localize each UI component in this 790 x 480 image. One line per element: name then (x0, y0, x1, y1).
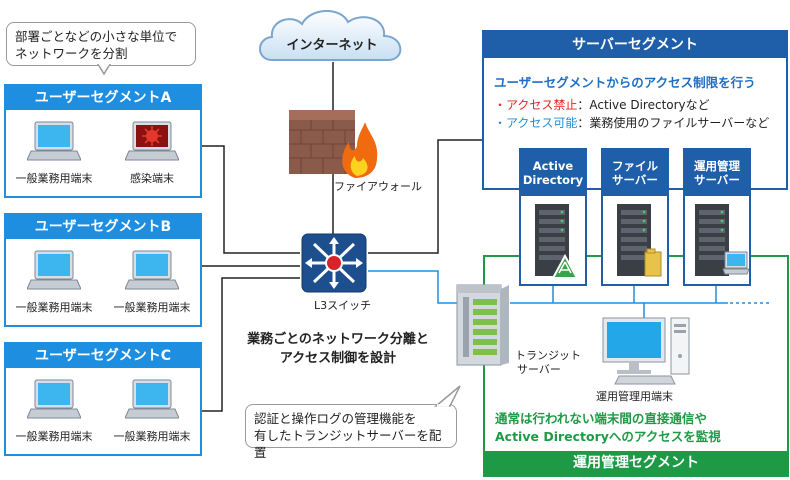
transit-server-line-1: トランジット (515, 349, 581, 362)
laptop-icon (26, 379, 82, 419)
access-deny-sep: ： (577, 98, 590, 112)
server-label-line-1: ファイル (612, 159, 658, 173)
terminal-laptop: 一般業務用端末 (14, 120, 94, 186)
server-label: 運用管理 サーバー (685, 150, 749, 196)
terminal-caption: 一般業務用端末 (15, 172, 93, 185)
access-allow-row: ・アクセス可能：業務使用のファイルサーバーなど (494, 114, 769, 131)
access-allow-value: 業務使用のファイルサーバーなど (589, 116, 770, 130)
terminal-laptop: 一般業務用端末 (14, 378, 94, 444)
server-rack-icon (617, 204, 662, 277)
callout-pointer-icon (97, 64, 111, 76)
user-segment-b: ユーザーセグメントB 一般業務用端末 一般業務用端末 (4, 213, 202, 327)
server-management: 運用管理 サーバー (683, 148, 751, 286)
callout-line-2: ネットワークを分割 (15, 46, 128, 61)
access-deny-key: ・アクセス禁止 (494, 98, 578, 112)
management-note-line-2: Active Directoryへのアクセスを監視 (495, 429, 721, 444)
access-deny-row: ・アクセス禁止：Active Directoryなど (494, 96, 710, 113)
internet-cloud: インターネット (252, 4, 412, 68)
management-note-line-1: 通常は行われない端末間の直接通信や (495, 411, 707, 426)
infected-terminal-laptop: 感染端末 (112, 120, 192, 186)
laptop-icon (26, 250, 82, 290)
callout-line-1: 部署ごとなどの小さな単位で (15, 29, 178, 44)
terminal-laptop: 一般業務用端末 (14, 249, 94, 315)
l3-switch-label: L3スイッチ (314, 299, 372, 312)
server-segment-note: ユーザーセグメントからのアクセス制限を行う (494, 75, 756, 90)
server-active-directory: Active Directory (519, 148, 587, 286)
infected-laptop-icon (124, 121, 180, 161)
laptop-icon (124, 250, 180, 290)
callout-line-2: 有したトランジットサーバーを配置 (254, 428, 442, 460)
management-terminal-label: 運用管理用端末 (596, 390, 673, 403)
management-segment-note: 通常は行われない端末間の直接通信や Active Directoryへのアクセス… (495, 410, 721, 446)
center-caption: 業務ごとのネットワーク分離と アクセス制御を設計 (238, 330, 438, 368)
server-label-line-2: Directory (522, 173, 584, 187)
server-label-line-2: サーバー (694, 173, 740, 187)
firewall-icon (289, 110, 378, 178)
access-allow-key: ・アクセス可能 (494, 116, 578, 130)
server-file: ファイル サーバー (601, 148, 669, 286)
transit-server (453, 283, 511, 369)
cloud-icon (259, 9, 402, 61)
transit-server-line-2: サーバー (517, 363, 561, 376)
management-terminal (601, 316, 693, 386)
internet-label: インターネット (286, 38, 378, 53)
transit-server-label: トランジット サーバー (515, 349, 581, 377)
terminal-caption: 感染端末 (130, 172, 174, 185)
server-rack-icon (695, 204, 749, 276)
server-label: Active Directory (521, 150, 585, 196)
terminal-caption: 一般業務用端末 (113, 430, 191, 443)
user-segment-b-title: ユーザーセグメントB (6, 215, 200, 239)
firewall-label: ファイアウォール (334, 180, 422, 193)
server-label-line-2: サーバー (612, 173, 658, 187)
server-label: ファイル サーバー (603, 150, 667, 196)
center-caption-line-2: アクセス制御を設計 (279, 351, 397, 366)
callout-transit-server: 認証と操作ログの管理機能を 有したトランジットサーバーを配置 (245, 404, 457, 460)
l3-switch (300, 232, 368, 294)
access-allow-sep: ： (577, 116, 590, 130)
management-segment-title: 運用管理セグメント (485, 451, 787, 475)
access-deny-value: Active Directoryなど (589, 98, 710, 112)
firewall (285, 108, 381, 180)
terminal-caption: 一般業務用端末 (15, 430, 93, 443)
server-label-line-1: 運用管理 (694, 159, 740, 173)
laptop-icon (124, 379, 180, 419)
center-caption-line-1: 業務ごとのネットワーク分離と (247, 332, 429, 347)
transit-server-icon (456, 284, 509, 366)
callout-pointer-icon (433, 385, 461, 407)
callout-line-1: 認証と操作ログの管理機能を (254, 411, 417, 426)
server-segment-title: サーバーセグメント (484, 32, 786, 58)
user-segment-c-title: ユーザーセグメントC (6, 344, 200, 368)
server-rack-icon (535, 204, 577, 279)
user-segment-a-title: ユーザーセグメントA (6, 86, 200, 110)
user-segment-a: ユーザーセグメントA 一般業務用端末 感染端末 (4, 84, 202, 198)
l3-switch-icon (301, 233, 367, 293)
terminal-laptop: 一般業務用端末 (112, 378, 192, 444)
callout-network-split: 部署ごとなどの小さな単位で ネットワークを分割 (6, 22, 196, 66)
user-segment-c: ユーザーセグメントC 一般業務用端末 一般業務用端末 (4, 342, 202, 456)
desktop-pc-icon (602, 317, 690, 385)
server-label-line-1: Active (532, 159, 574, 173)
terminal-caption: 一般業務用端末 (113, 301, 191, 314)
terminal-caption: 一般業務用端末 (15, 301, 93, 314)
terminal-laptop: 一般業務用端末 (112, 249, 192, 315)
laptop-icon (26, 121, 82, 161)
